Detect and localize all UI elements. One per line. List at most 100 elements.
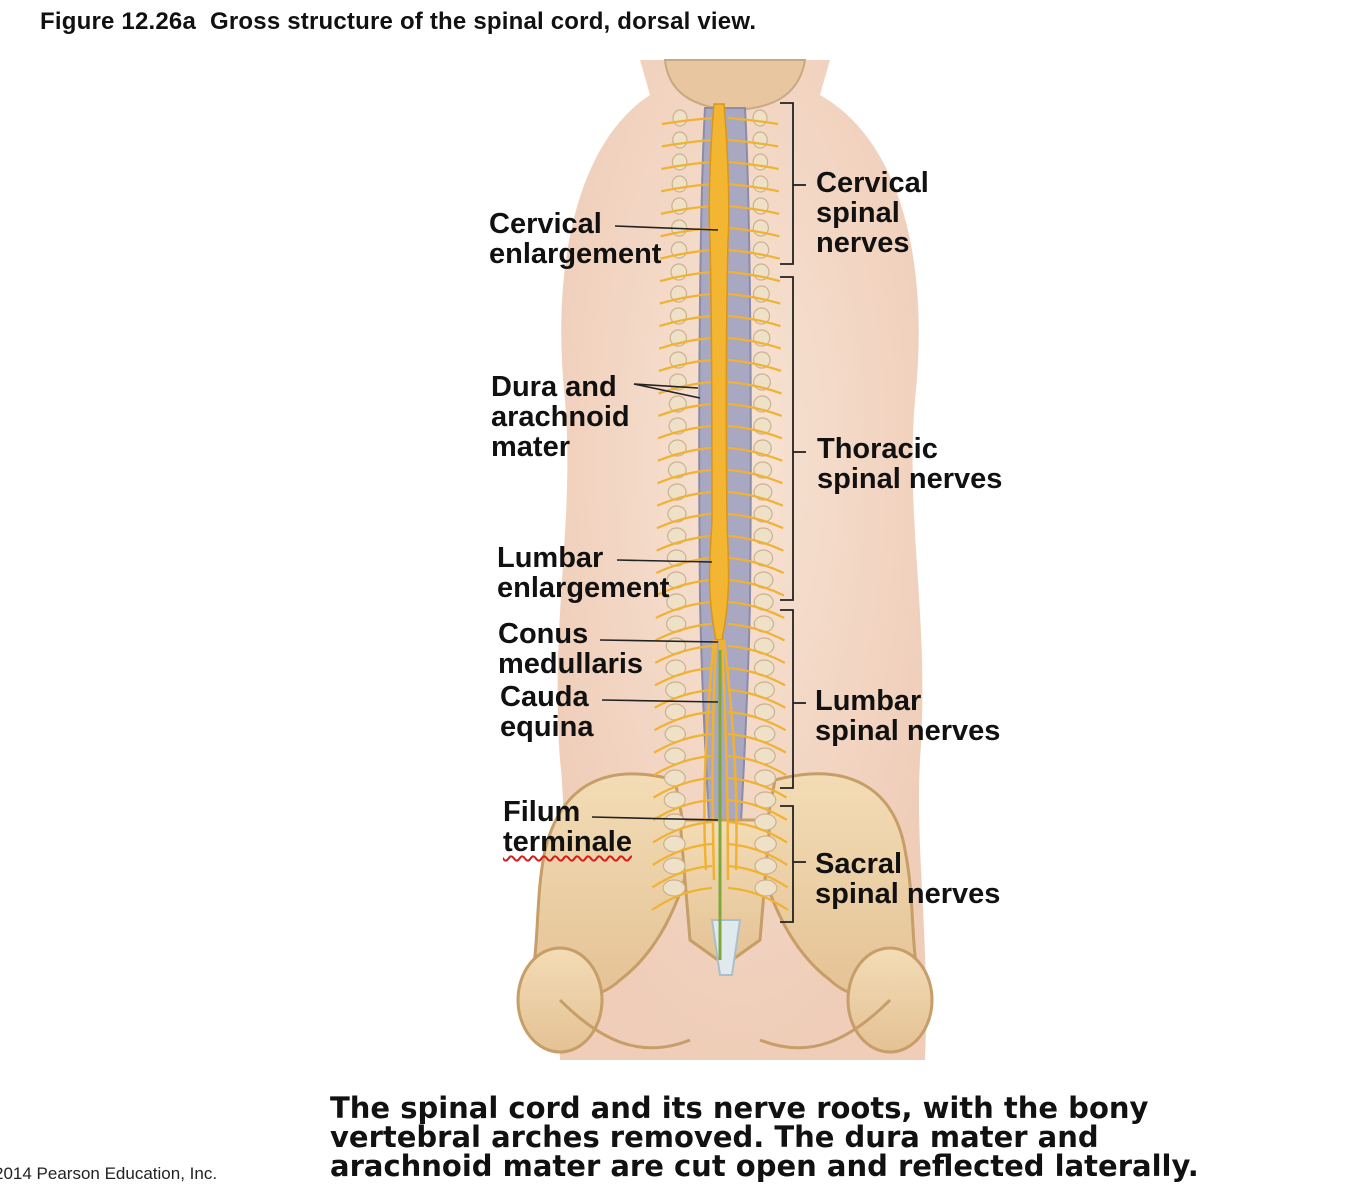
nerve-root: [657, 402, 713, 417]
nerve-root: [727, 864, 789, 889]
nerve-root: [727, 490, 784, 507]
vertebra-segment: [663, 835, 686, 853]
copyright-notice: 2014 Pearson Education, Inc.: [0, 1164, 218, 1183]
label-sacral-spinal-nerves: Sacral spinal nerves: [815, 848, 1001, 910]
vertebra-segment: [754, 835, 777, 853]
nerve-root: [727, 160, 779, 170]
nerve-root: [656, 534, 713, 552]
nerve-root: [658, 336, 713, 350]
nerve-root: [727, 204, 780, 215]
label-thoracic-spinal-nerves: Thoracic spinal nerves: [817, 433, 1003, 495]
nerve-root: [727, 512, 784, 530]
nerve-root: [727, 226, 780, 238]
nerve-root: [727, 710, 787, 732]
nerve-root: [651, 886, 713, 911]
nerve-root: [727, 380, 782, 395]
label-lumbar-enlargement: Lumbar enlargement: [497, 542, 670, 604]
label-dura-arachnoid-mater: Dura and arachnoid mater: [491, 371, 630, 463]
nerve-root: [657, 468, 713, 485]
label-cervical-spinal-nerves: Cervical spinal nerves: [816, 167, 929, 259]
vertebra-segment: [667, 505, 687, 523]
vertebra-segment: [672, 109, 688, 127]
nerve-root: [727, 644, 786, 664]
nerve-root: [659, 270, 713, 283]
spinal-cord: [708, 103, 730, 641]
vertebra-segment: [753, 505, 773, 523]
nerve-root: [727, 622, 785, 642]
nerve-root: [654, 644, 713, 664]
nerve-root: [727, 534, 784, 552]
nerve-root: [727, 754, 787, 777]
pelvis: [516, 772, 934, 1054]
nerve-root: [727, 688, 786, 709]
figure-caption-title: Gross structure of the spinal cord, dors…: [210, 8, 757, 35]
nerve-root: [727, 292, 781, 305]
nerve-root: [727, 820, 788, 844]
nerve-root: [727, 556, 785, 575]
figure-number: Figure 12.26a: [40, 8, 197, 35]
nerve-root: [653, 754, 713, 777]
nerve-root: [727, 666, 786, 687]
nerve-root: [658, 380, 713, 395]
nerve-root: [661, 116, 713, 126]
nerve-root: [659, 292, 713, 305]
nerve-root: [727, 270, 781, 283]
label-filum-terminale: Filum terminale: [503, 796, 632, 858]
nerve-root: [656, 512, 713, 530]
nerve-root: [727, 446, 783, 462]
nerve-root: [660, 204, 713, 215]
nerve-root: [655, 556, 713, 575]
vertebra-segment: [662, 879, 686, 897]
nerve-root: [727, 358, 782, 373]
nerve-root: [727, 314, 781, 328]
nerve-root: [659, 314, 713, 328]
label-conus-medullaris: Conus medullaris: [498, 618, 644, 680]
vertebra-segment: [667, 483, 687, 501]
leader-lines: [591, 225, 719, 821]
vertebra-segment: [752, 131, 768, 149]
nerve-root: [727, 600, 785, 619]
nerve-root: [655, 578, 713, 597]
nerve-root: [727, 886, 789, 911]
nerve-root: [652, 820, 713, 844]
region-brackets: [780, 102, 806, 923]
vertebra-segment: [754, 857, 778, 875]
nerve-root: [727, 842, 788, 866]
nerve-root: [657, 424, 713, 440]
vertebra-segment: [752, 109, 768, 127]
label-cervical-enlargement: Cervical enlargement: [489, 208, 662, 270]
nerve-root: [656, 490, 713, 507]
nerve-root: [727, 776, 788, 799]
figure-description: The spinal cord and its nerve roots, wit…: [330, 1091, 1199, 1183]
vertebra-segment: [667, 527, 687, 545]
figure-title: Figure 12.26a Gross structure of the spin…: [40, 8, 756, 36]
nerve-root: [727, 138, 779, 148]
nerve-root: [727, 248, 780, 260]
nerve-root: [652, 842, 713, 866]
nerve-root: [727, 578, 785, 597]
vertebra-segment: [753, 527, 773, 545]
nerve-root: [657, 446, 713, 462]
nerve-root: [727, 336, 782, 350]
nerve-root: [655, 600, 713, 619]
nerve-root: [652, 798, 713, 821]
nerve-root: [660, 248, 713, 260]
nerve-root: [727, 116, 779, 126]
nerve-root: [658, 358, 713, 373]
label-cauda-equina: Cauda equina: [500, 681, 594, 743]
nerve-root: [654, 666, 713, 687]
vertebra-segment: [753, 483, 773, 501]
nerve-root: [660, 182, 713, 193]
nerve-root: [661, 160, 713, 170]
nerve-root: [655, 622, 713, 642]
label-lumbar-spinal-nerves: Lumbar spinal nerves: [815, 685, 1001, 747]
vertebra-segment: [754, 879, 778, 897]
nerve-root: [727, 424, 783, 440]
nerve-root: [660, 226, 713, 238]
vertebra-segment: [662, 857, 686, 875]
nerve-root: [727, 798, 788, 821]
nerve-root: [727, 402, 783, 417]
nerve-root: [727, 182, 780, 193]
nerve-root: [654, 688, 713, 709]
